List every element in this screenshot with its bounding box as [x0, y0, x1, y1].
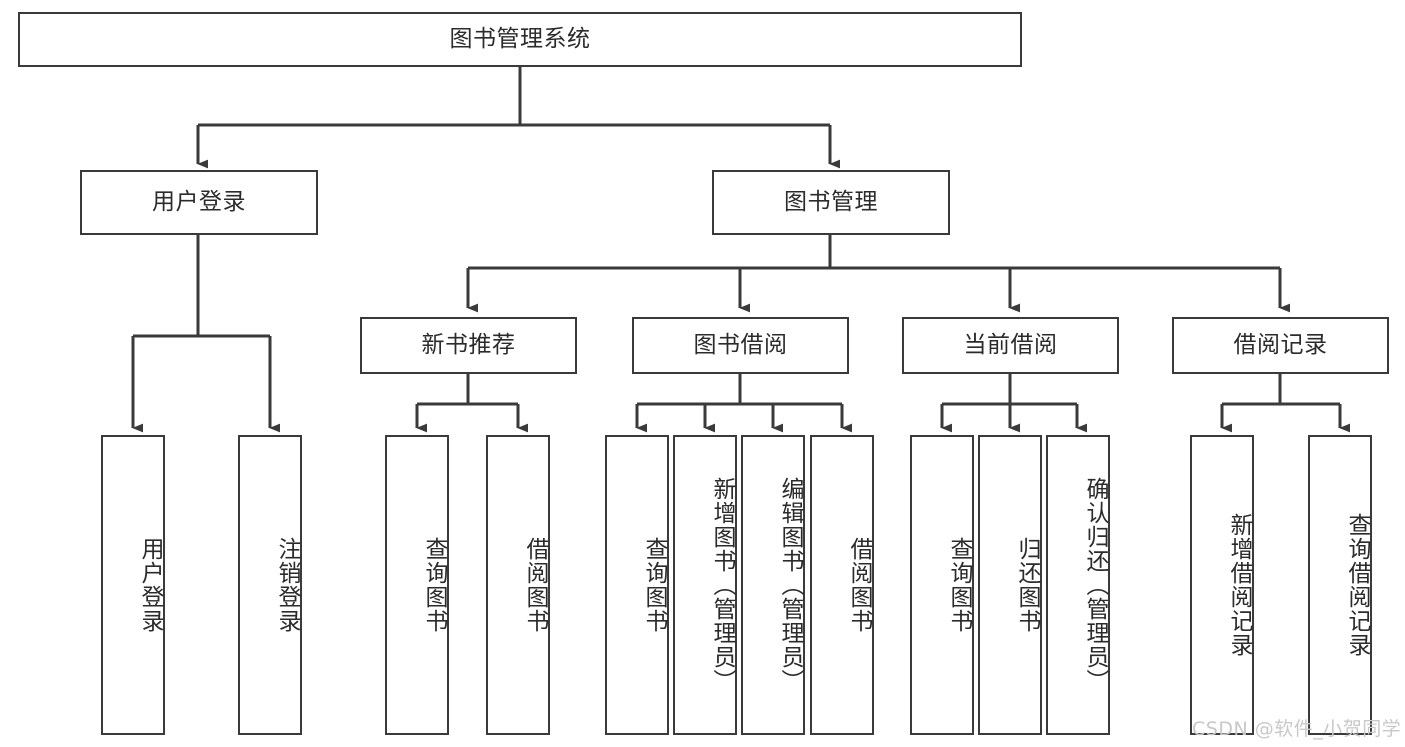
node-user-login[interactable]: 用户登录 — [80, 170, 318, 235]
leaf-borrow-add-book-admin[interactable]: 新增图书（管理员） — [673, 435, 737, 735]
node-label: 新书推荐 — [421, 331, 516, 358]
leaf-current-query-books[interactable]: 查询图书 — [910, 435, 974, 735]
leaf-newbook-query-books[interactable]: 查询图书 — [385, 435, 449, 735]
leaf-newbook-borrow-books[interactable]: 借阅图书 — [486, 435, 550, 735]
node-label: 借阅图书 — [846, 537, 872, 633]
node-label: 新增图书（管理员） — [709, 477, 735, 693]
node-current-borrowing[interactable]: 当前借阅 — [902, 317, 1119, 374]
node-label: 查询图书 — [946, 537, 972, 633]
node-label: 注销登录 — [274, 537, 300, 633]
node-label: 图书管理系统 — [449, 25, 591, 52]
leaf-user-login[interactable]: 用户登录 — [101, 435, 165, 735]
leaf-borrow-borrow-books[interactable]: 借阅图书 — [810, 435, 874, 735]
node-label: 查询图书 — [421, 537, 447, 633]
node-book-borrowing[interactable]: 图书借阅 — [632, 317, 849, 374]
leaf-logout[interactable]: 注销登录 — [238, 435, 302, 735]
node-label: 确认归还（管理员） — [1082, 477, 1108, 693]
node-label: 图书借阅 — [693, 331, 788, 358]
node-book-management[interactable]: 图书管理 — [712, 170, 950, 235]
node-label: 用户登录 — [152, 188, 246, 215]
csdn-watermark: CSDN @软件_小贺同学 — [1192, 718, 1402, 740]
node-borrow-record[interactable]: 借阅记录 — [1172, 317, 1389, 374]
node-label: 借阅图书 — [522, 537, 548, 633]
leaf-record-add-borrow-record[interactable]: 新增借阅记录 — [1190, 435, 1254, 735]
node-new-book-recommendation[interactable]: 新书推荐 — [360, 317, 577, 374]
node-label: 查询图书 — [641, 537, 667, 633]
leaf-borrow-edit-book-admin[interactable]: 编辑图书（管理员） — [741, 435, 805, 735]
node-label: 借阅记录 — [1233, 331, 1328, 358]
node-root-book-management-system[interactable]: 图书管理系统 — [18, 12, 1022, 67]
node-label: 用户登录 — [137, 537, 163, 633]
leaf-current-return-books[interactable]: 归还图书 — [978, 435, 1042, 735]
leaf-record-query-borrow-record[interactable]: 查询借阅记录 — [1308, 435, 1372, 735]
node-label: 图书管理 — [784, 188, 878, 215]
leaf-current-confirm-return-admin[interactable]: 确认归还（管理员） — [1046, 435, 1110, 735]
node-label: 当前借阅 — [963, 331, 1058, 358]
node-label: 新增借阅记录 — [1226, 513, 1252, 657]
node-label: 归还图书 — [1014, 537, 1040, 633]
node-label: 编辑图书（管理员） — [777, 477, 803, 693]
leaf-borrow-query-books[interactable]: 查询图书 — [605, 435, 669, 735]
node-label: 查询借阅记录 — [1344, 513, 1370, 657]
